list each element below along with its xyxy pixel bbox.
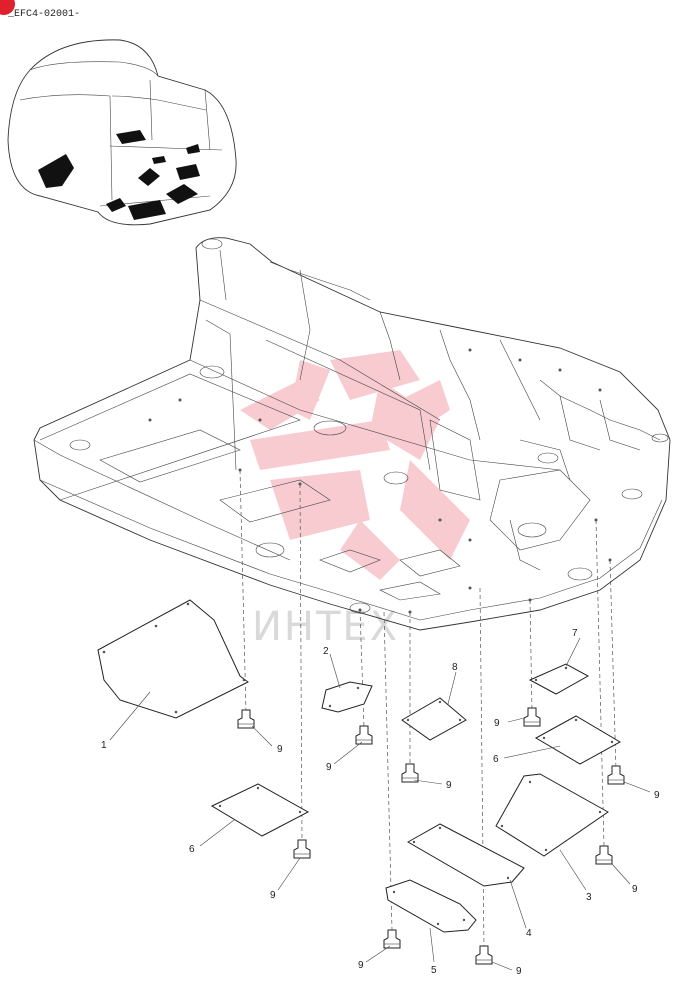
- inset-mark-c: [138, 168, 160, 186]
- watermark-logo: [240, 350, 470, 580]
- inset-mark-i: [186, 144, 200, 154]
- part-8-cover: [401, 697, 467, 741]
- bolt-9-a: [237, 709, 255, 729]
- part-3-cover: [495, 773, 609, 857]
- callout-9-g: 9: [632, 884, 638, 895]
- callout-5: 5: [431, 965, 437, 976]
- callout-9-i: 9: [516, 966, 522, 977]
- upper-frame-assembly: [33, 237, 671, 631]
- callout-2: 2: [323, 646, 329, 657]
- callout-9-f: 9: [270, 890, 276, 901]
- bolt-9-i: [475, 945, 493, 965]
- callout-8: 8: [452, 662, 458, 673]
- watermark-text: ИНТЕХ: [252, 604, 399, 650]
- part-6-cover-left: [210, 783, 310, 837]
- inset-mark-e: [166, 184, 198, 204]
- inset-mark-f: [106, 198, 126, 212]
- inset-mark-a: [116, 130, 146, 144]
- callout-3: 3: [586, 892, 592, 903]
- inset-mark-b: [38, 154, 74, 188]
- callout-9-d: 9: [494, 718, 500, 729]
- inset-mark-d: [176, 164, 200, 180]
- callout-7: 7: [572, 628, 578, 639]
- part-1-under-cover: [97, 599, 249, 719]
- bolt-9-h: [383, 929, 401, 949]
- part-6-cover-right: [534, 715, 622, 765]
- bolt-9-d: [523, 707, 541, 727]
- bolt-9-f: [293, 839, 311, 859]
- callout-9-b: 9: [326, 762, 332, 773]
- bolt-9-e: [607, 765, 625, 785]
- machine-inset-thumbnail: [7, 39, 237, 226]
- part-4-cover: [406, 823, 525, 887]
- inset-mark-g: [128, 200, 166, 220]
- bolt-9-b: [355, 725, 373, 745]
- inset-mark-h: [152, 156, 166, 164]
- callout-6-left: 6: [189, 844, 195, 855]
- callout-6-right: 6: [493, 754, 499, 765]
- callout-9-e: 9: [654, 790, 660, 801]
- leader-lines: [109, 637, 651, 971]
- assembly-lines: [239, 469, 617, 949]
- drawing-code: _EFC4-02001-: [7, 9, 80, 20]
- callout-9-h: 9: [358, 960, 364, 971]
- callout-1: 1: [101, 740, 107, 751]
- header-red-badge: [0, 0, 15, 15]
- callout-9-a: 9: [277, 744, 283, 755]
- part-2-small-cover: [321, 681, 373, 713]
- bolt-9-g: [595, 845, 613, 865]
- callout-4: 4: [526, 928, 532, 939]
- bolt-9-c: [401, 763, 419, 783]
- callout-9-c: 9: [446, 780, 452, 791]
- part-5-cover: [385, 879, 477, 933]
- part-7-cover: [528, 663, 590, 695]
